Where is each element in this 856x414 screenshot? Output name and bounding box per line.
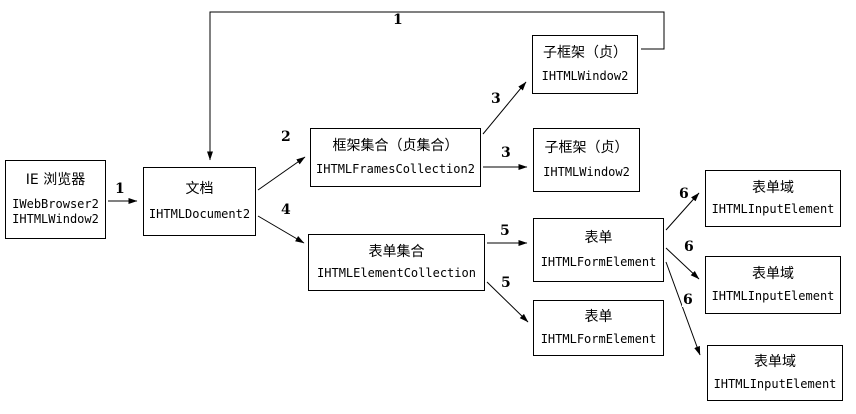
node-forms-collection: 表单集合 IHTMLElementCollection — [308, 234, 485, 291]
edge-label-5: 5 — [499, 223, 511, 239]
node-title: 表单 — [584, 230, 613, 246]
edge-frames-to-subframe-top — [482, 81, 527, 135]
node-document: 文档 IHTMLDocument2 — [143, 167, 256, 236]
edge-label-6: 6 — [682, 292, 694, 308]
node-interface: IHTMLInputElement — [711, 202, 835, 217]
node-ie-browser: IE 浏览器 IWebBrowser2 IHTMLWindow2 — [5, 160, 106, 239]
node-title: 子框架（贞） — [544, 140, 629, 156]
node-interface: IHTMLDocument2 — [148, 207, 251, 222]
node-form-field-1: 表单域 IHTMLInputElement — [705, 170, 841, 227]
node-interface: IHTMLElementCollection — [317, 266, 476, 281]
node-interface: IHTMLInputElement — [711, 289, 835, 303]
edge-label-6: 6 — [678, 186, 690, 202]
node-interface: IHTMLFramesCollection2 — [316, 161, 475, 176]
node-title: 表单域 — [752, 179, 794, 196]
node-interface: IHTMLFormElement — [540, 331, 657, 346]
node-interfaces: IWebBrowser2 IHTMLWindow2 — [12, 197, 99, 227]
edge-label-6: 6 — [683, 239, 695, 255]
node-title: 文档 — [185, 180, 214, 197]
edge-label-3: 3 — [500, 145, 512, 161]
node-interface: IWebBrowser2 — [12, 197, 99, 211]
node-frames-collection: 框架集合（贞集合） IHTMLFramesCollection2 — [310, 128, 481, 187]
node-interface: IHTMLWindow2 — [541, 68, 629, 83]
edge-label-3: 3 — [490, 91, 502, 107]
edge-label-5: 5 — [500, 275, 512, 291]
node-form-field-3: 表单域 IHTMLInputElement — [707, 345, 843, 401]
node-form-1: 表单 IHTMLFormElement — [533, 218, 664, 282]
node-title: 表单集合 — [368, 243, 425, 260]
edge-label-1: 1 — [392, 12, 404, 28]
edge-forms-to-form2 — [486, 281, 529, 323]
edge-subframe-loop-to-document — [207, 11, 665, 161]
node-form-2: 表单 IHTMLFormElement — [533, 300, 664, 356]
edge-document-to-forms — [257, 215, 305, 244]
node-interface: IHTMLWindow2 — [12, 212, 99, 226]
edge-form1-to-field3 — [665, 261, 701, 356]
node-title: 表单域 — [754, 354, 796, 371]
node-title: 子框架（贞） — [543, 45, 627, 62]
node-subframe-mid: 子框架（贞） IHTMLWindow2 — [533, 128, 640, 192]
node-title: 表单域 — [752, 266, 794, 282]
edge-form1-to-field2 — [665, 247, 700, 280]
edge-form1-to-field1 — [665, 192, 700, 231]
node-interface: IHTMLInputElement — [713, 376, 837, 391]
node-title: 框架集合（贞集合） — [332, 138, 459, 155]
node-title: 表单 — [584, 309, 613, 326]
node-title: IE 浏览器 — [25, 172, 86, 188]
node-subframe-top: 子框架（贞） IHTMLWindow2 — [532, 35, 638, 94]
node-interface: IHTMLFormElement — [540, 255, 657, 269]
edge-label-4: 4 — [280, 202, 292, 218]
node-interface: IHTMLWindow2 — [543, 165, 630, 179]
node-form-field-2: 表单域 IHTMLInputElement — [705, 256, 841, 314]
edge-label-1: 1 — [114, 181, 126, 197]
edge-label-2: 2 — [280, 129, 292, 145]
edge-document-to-frames — [257, 156, 306, 191]
